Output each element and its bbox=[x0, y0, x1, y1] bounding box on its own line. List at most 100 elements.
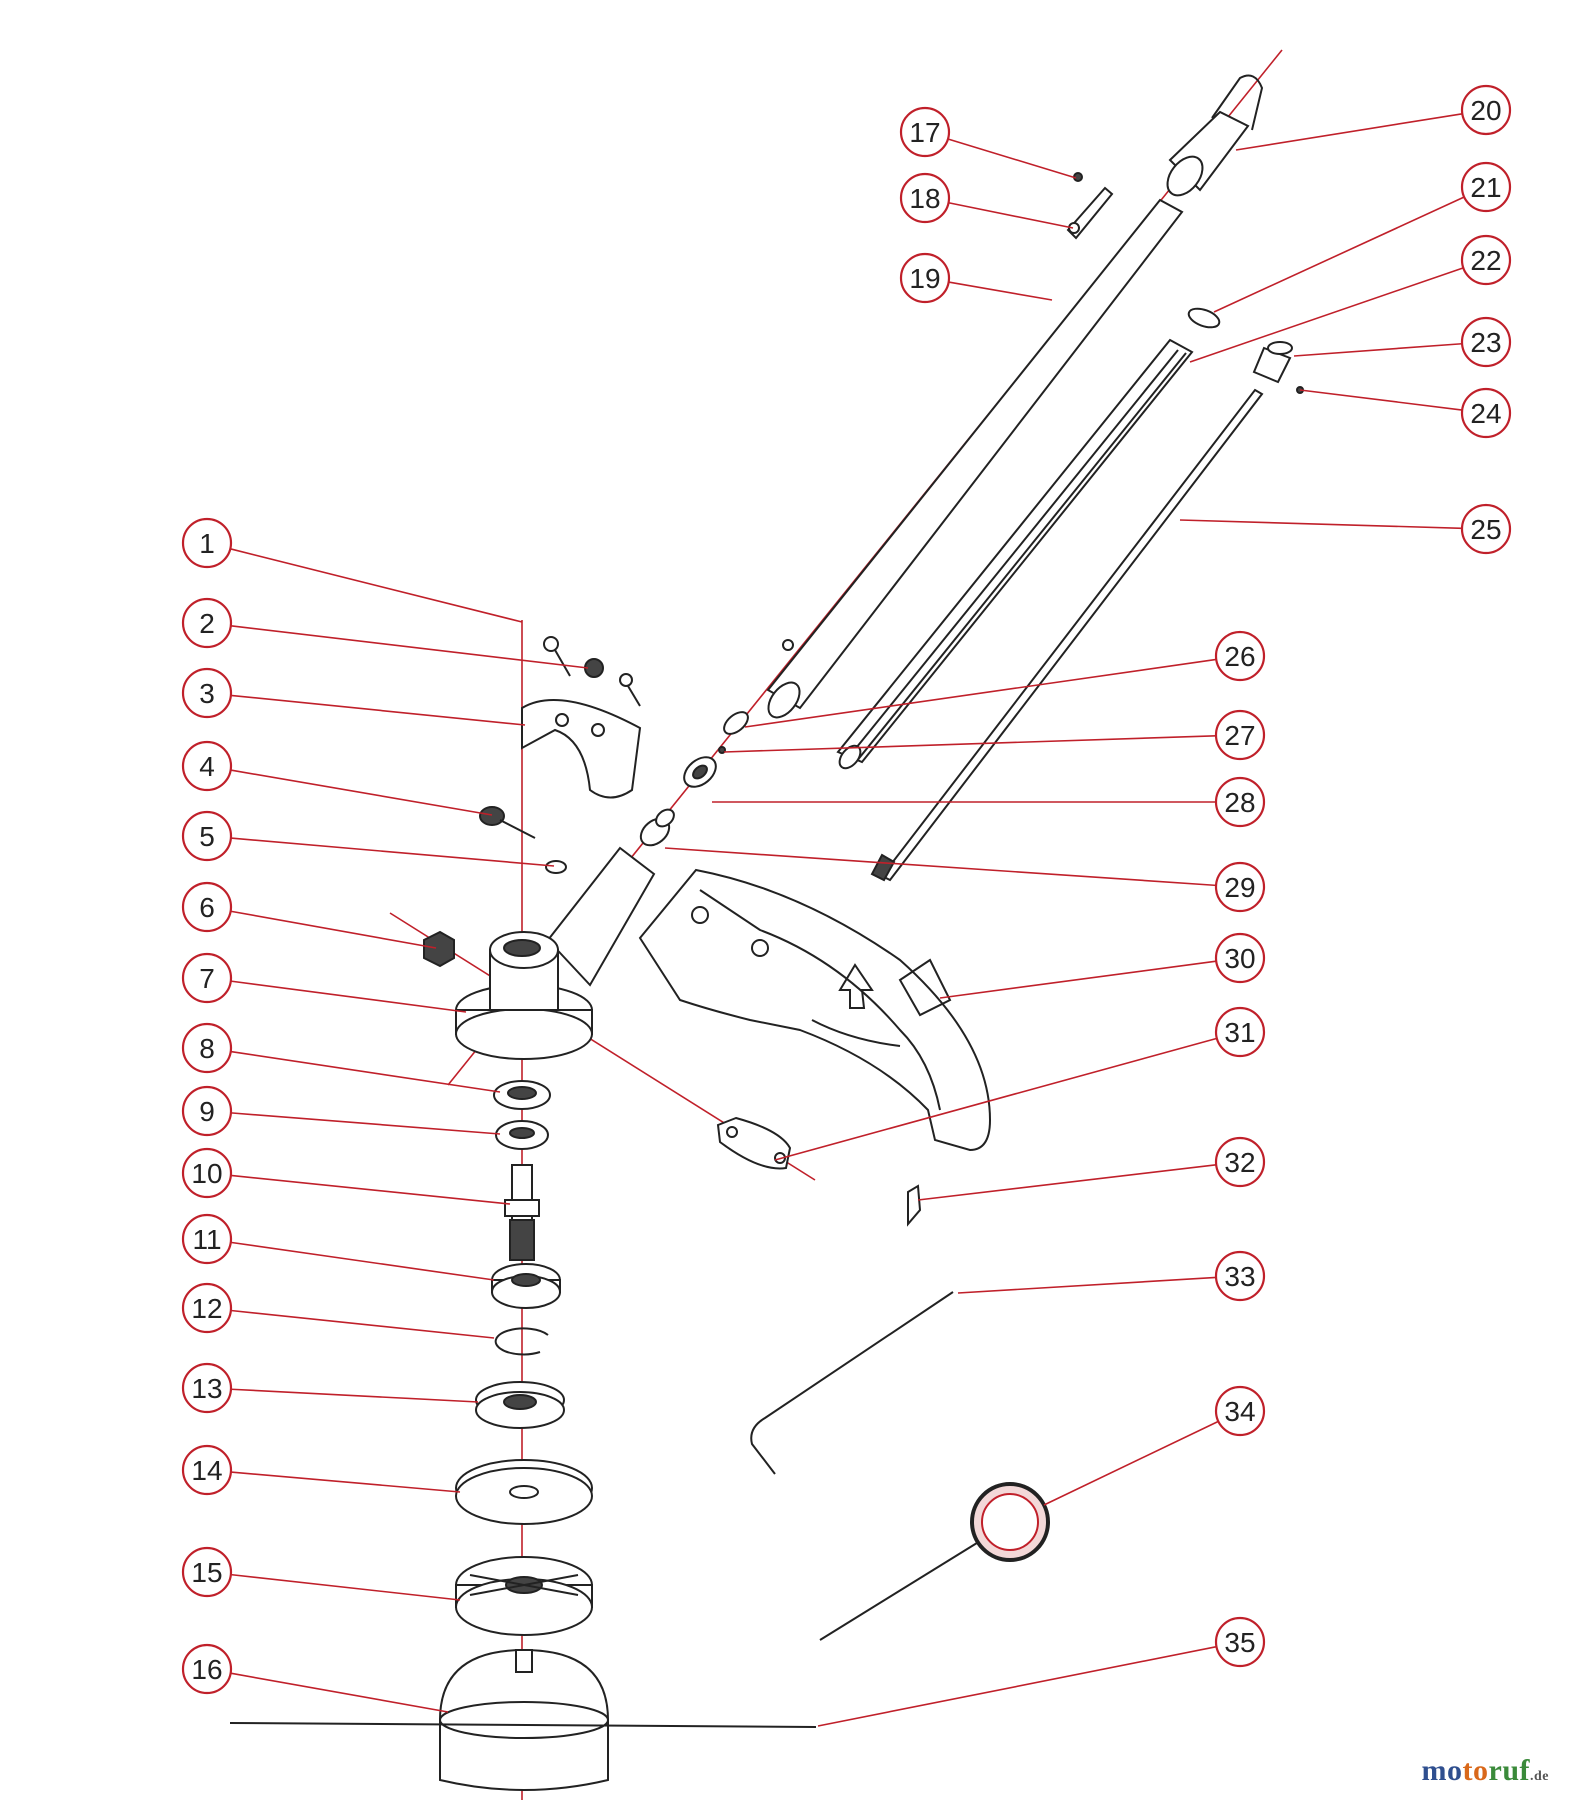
part-22-liner bbox=[836, 338, 1194, 770]
leader-line-1 bbox=[230, 548, 523, 623]
leader-line-19 bbox=[948, 281, 1053, 301]
callout-23: 23 bbox=[1460, 316, 1512, 368]
callout-ring bbox=[181, 881, 233, 933]
callout-ring bbox=[899, 172, 951, 224]
callout-number: 22 bbox=[1470, 245, 1501, 276]
callout-28: 28 bbox=[1214, 776, 1266, 828]
callout-22: 22 bbox=[1460, 234, 1512, 286]
part-25-drive-shaft bbox=[870, 388, 1264, 882]
callout-18: 18 bbox=[899, 172, 951, 224]
callout-25: 25 bbox=[1460, 503, 1512, 555]
callout-ring bbox=[181, 1546, 233, 1598]
callout-ring bbox=[1214, 1616, 1266, 1668]
callout-ring bbox=[1460, 234, 1512, 286]
callout-number: 9 bbox=[199, 1096, 215, 1127]
callout-27: 27 bbox=[1214, 709, 1266, 761]
leader-line-7 bbox=[230, 980, 467, 1013]
part-27-pin bbox=[718, 746, 726, 754]
part-4-bolt bbox=[479, 806, 536, 839]
part-12-circlip bbox=[494, 1327, 549, 1356]
callout-number: 23 bbox=[1470, 327, 1501, 358]
part-28-bearing bbox=[683, 756, 717, 788]
callout-number: 3 bbox=[199, 678, 215, 709]
part-10-spindle bbox=[504, 1164, 540, 1261]
callout-number: 15 bbox=[191, 1557, 222, 1588]
leader-line-14 bbox=[230, 1471, 461, 1493]
leader-line-32 bbox=[917, 1164, 1217, 1201]
leader-line-6 bbox=[230, 910, 437, 949]
callout-number: 21 bbox=[1470, 172, 1501, 203]
leader-line-31 bbox=[774, 1037, 1218, 1161]
callout-15: 15 bbox=[181, 1546, 233, 1598]
callout-number: 25 bbox=[1470, 514, 1501, 545]
callout-ring bbox=[1460, 161, 1512, 213]
leader-line-2 bbox=[230, 625, 589, 669]
leader-line-13 bbox=[230, 1388, 479, 1403]
callout-4: 4 bbox=[181, 740, 233, 792]
callout-ring bbox=[1214, 630, 1266, 682]
leader-line-5 bbox=[230, 837, 555, 867]
leader-line-8 bbox=[230, 1050, 501, 1093]
part-8-bearing bbox=[493, 1080, 551, 1110]
callout-ring bbox=[181, 1643, 233, 1695]
leader-line-35 bbox=[817, 1645, 1217, 1727]
callout-number: 32 bbox=[1224, 1147, 1255, 1178]
part-14-disc bbox=[455, 1459, 593, 1525]
part-6-nut bbox=[423, 930, 455, 968]
part-2-nut bbox=[584, 658, 641, 707]
callout-5: 5 bbox=[181, 810, 233, 862]
callout-number: 26 bbox=[1224, 641, 1255, 672]
callout-number: 8 bbox=[199, 1033, 215, 1064]
callout-number: 5 bbox=[199, 821, 215, 852]
callout-16: 16 bbox=[181, 1643, 233, 1695]
callout-ring bbox=[899, 106, 951, 158]
callout-11: 11 bbox=[181, 1213, 233, 1265]
leader-line-15 bbox=[230, 1573, 461, 1601]
callout-number: 33 bbox=[1224, 1261, 1255, 1292]
part-29-bushing bbox=[639, 808, 675, 847]
callout-31: 31 bbox=[1214, 1006, 1266, 1058]
callout-number: 7 bbox=[199, 963, 215, 994]
callout-number: 14 bbox=[191, 1455, 222, 1486]
callout-ring bbox=[181, 667, 233, 719]
leader-line-33 bbox=[957, 1276, 1217, 1294]
callout-number: 27 bbox=[1224, 720, 1255, 751]
callout-ring bbox=[181, 952, 233, 1004]
leader-line-17 bbox=[947, 138, 1077, 179]
callout-ring bbox=[899, 252, 951, 304]
callout-number: 1 bbox=[199, 528, 215, 559]
callout-2: 2 bbox=[181, 597, 233, 649]
part-33-hex-key bbox=[750, 1291, 954, 1475]
callout-number: 34 bbox=[1224, 1396, 1255, 1427]
leader-line-25 bbox=[1179, 519, 1463, 530]
callout-3: 3 bbox=[181, 667, 233, 719]
callout-number: 6 bbox=[199, 892, 215, 923]
callout-32: 32 bbox=[1214, 1136, 1266, 1188]
leader-line-27 bbox=[723, 734, 1217, 753]
callout-ring bbox=[1214, 1136, 1266, 1188]
part-18-clip bbox=[1066, 186, 1114, 240]
callout-ring bbox=[1460, 503, 1512, 555]
callout-35: 35 bbox=[1214, 1616, 1266, 1668]
callout-ring bbox=[181, 1085, 233, 1137]
part-5-washer bbox=[545, 860, 567, 874]
callout-6: 6 bbox=[181, 881, 233, 933]
part-21-ring bbox=[1187, 307, 1221, 329]
callout-number: 35 bbox=[1224, 1627, 1255, 1658]
callout-ring bbox=[181, 810, 233, 862]
part-26-washer bbox=[723, 711, 749, 735]
callout-number: 11 bbox=[192, 1224, 221, 1255]
part-11-bearing bbox=[491, 1263, 561, 1309]
part-31-bracket bbox=[716, 1116, 792, 1170]
leader-line-11 bbox=[230, 1241, 495, 1281]
part-9-bearing bbox=[495, 1120, 549, 1150]
callout-ring bbox=[1214, 709, 1266, 761]
callout-number: 30 bbox=[1224, 943, 1255, 974]
callout-8: 8 bbox=[181, 1022, 233, 1074]
callout-labels: 1234567891011121314151617181920212223242… bbox=[181, 84, 1512, 1695]
leader-line-16 bbox=[230, 1672, 449, 1713]
callout-19: 19 bbox=[899, 252, 951, 304]
leader-line-18 bbox=[948, 201, 1074, 229]
leader-line-20 bbox=[1235, 113, 1463, 151]
